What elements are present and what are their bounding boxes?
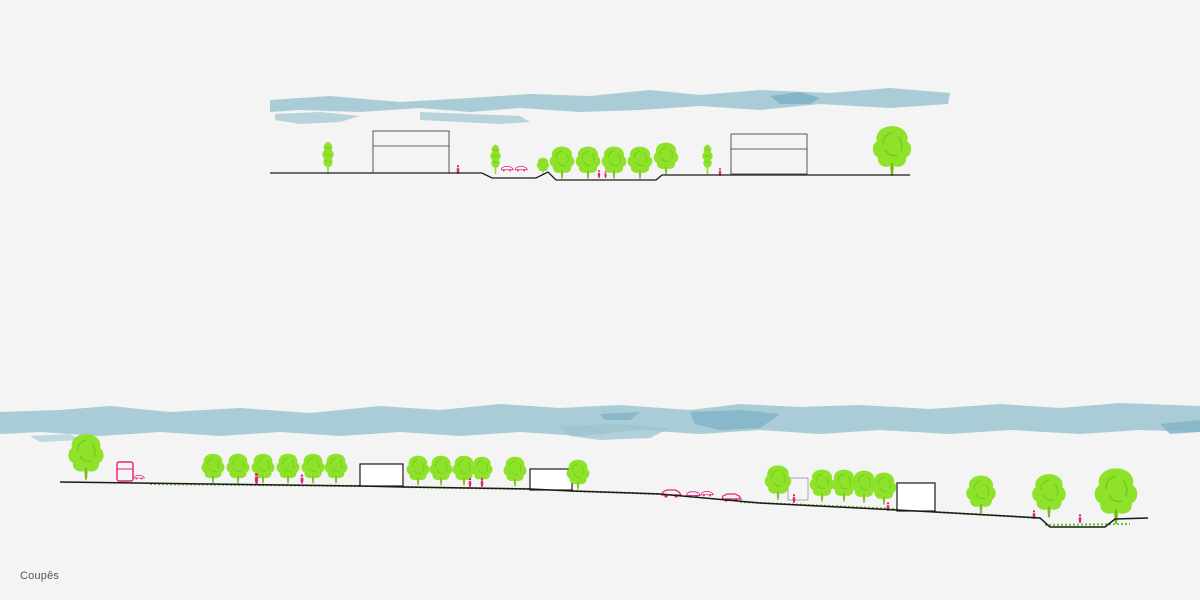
ground-line-bottom	[59, 481, 1149, 528]
trees-top	[321, 125, 912, 179]
vehicles-top	[500, 166, 528, 172]
caption: Coupês	[20, 570, 60, 582]
sky-bottom	[0, 403, 1200, 442]
vehicles-bottom	[116, 461, 742, 502]
ground-line-top	[270, 171, 910, 181]
section-top	[270, 88, 950, 181]
sky-top	[270, 88, 950, 124]
buildings-bottom	[359, 463, 936, 512]
trees-bottom	[67, 433, 1139, 524]
section-bottom	[0, 403, 1200, 528]
